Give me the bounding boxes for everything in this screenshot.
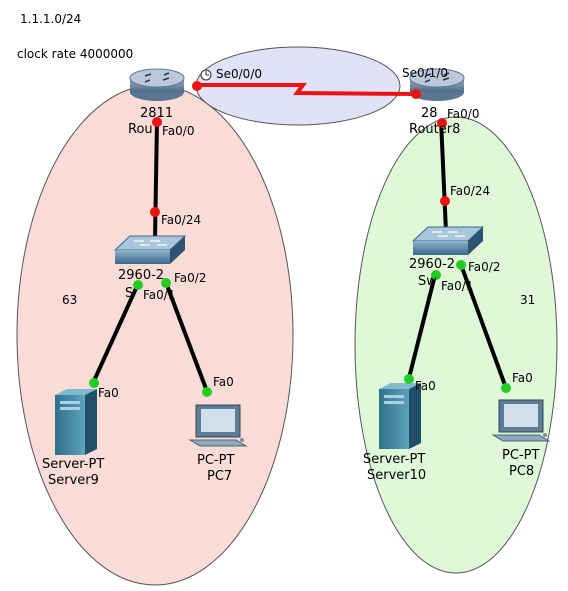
router8-fa-port-label: Fa0/0 — [447, 107, 480, 121]
pc7-name-label: PC7 — [207, 469, 233, 484]
link-switchr-pc8[interactable] — [458, 261, 508, 389]
server9-model-label: Server-PT — [42, 457, 105, 472]
port-status-dot — [150, 207, 160, 217]
switchl-fa1-port-label: Fa0/1 — [143, 288, 176, 302]
switchr-model-label: 2960-2 — [409, 257, 456, 272]
port-status-dot — [152, 117, 162, 127]
switch-icon[interactable] — [113, 235, 187, 264]
port-status-dot — [437, 118, 447, 128]
router7-fa-port-label: Fa0/0 — [162, 124, 195, 138]
server10-name-label: Server10 — [367, 468, 427, 483]
router7-serial-port-label: Se0/0/0 — [216, 67, 262, 81]
switchl-name-label: S — [125, 286, 134, 301]
link-switchl-server9[interactable] — [91, 283, 140, 384]
switchl-model-label: 2960-2 — [118, 268, 165, 283]
left-area-count: 63 — [62, 293, 78, 307]
right-lan-area — [354, 116, 558, 574]
clock-icon — [200, 69, 212, 81]
link-switchl-pc7[interactable] — [163, 279, 210, 395]
port-status-dot — [202, 387, 212, 397]
server10-fa-port-label: Fa0 — [415, 379, 436, 393]
pc8-model-label: PC-PT — [502, 448, 540, 463]
router7-model-label: 2811 — [140, 106, 174, 121]
pc-icon[interactable] — [491, 399, 551, 442]
pc-icon[interactable] — [188, 404, 248, 447]
pc8-fa-port-label: Fa0 — [512, 371, 533, 385]
pc7-model-label: PC-PT — [197, 453, 235, 468]
server9-name-label: Server9 — [48, 473, 99, 488]
clock-rate-note: clock rate 4000000 — [17, 47, 134, 61]
router8-name-label: Router8 — [409, 122, 461, 137]
router-icon[interactable] — [409, 68, 465, 101]
link-router7-switch[interactable] — [153, 119, 159, 241]
router-icon[interactable] — [129, 68, 185, 101]
switchr-fa2-port-label: Fa0/2 — [468, 260, 501, 274]
right-area-count: 31 — [520, 293, 536, 307]
port-status-dot — [440, 196, 450, 206]
port-status-dot — [192, 81, 202, 91]
switchr-uplink-port-label: Fa0/24 — [450, 184, 491, 198]
pc7-fa-port-label: Fa0 — [213, 375, 234, 389]
switch-icon[interactable] — [411, 226, 485, 255]
switchr-fa1-port-label: Fa0/1 — [441, 279, 474, 293]
router7-name-label: Rou — [128, 122, 153, 137]
port-status-dot — [161, 278, 171, 288]
serial-link[interactable] — [197, 83, 419, 96]
switchl-uplink-port-label: Fa0/24 — [161, 213, 202, 227]
port-status-dot — [501, 383, 511, 393]
server10-model-label: Server-PT — [363, 452, 426, 467]
port-status-dot — [89, 378, 99, 388]
switchl-fa2-port-label: Fa0/2 — [174, 271, 207, 285]
server9-fa-port-label: Fa0 — [98, 386, 119, 400]
switchr-name-label: Sw — [418, 274, 437, 289]
network-note: 1.1.1.0/24 — [20, 12, 82, 26]
server-icon[interactable] — [55, 389, 97, 455]
router8-model-label: 28 — [421, 106, 438, 121]
port-status-dot — [456, 260, 466, 270]
router8-serial-port-label: Se0/1/0 — [402, 66, 448, 80]
port-status-dot — [431, 270, 441, 280]
port-status-dot — [404, 374, 414, 384]
link-router8-switch[interactable] — [439, 119, 448, 233]
pc8-name-label: PC8 — [509, 464, 535, 479]
port-status-dot — [133, 280, 143, 290]
server-icon[interactable] — [379, 383, 421, 449]
port-status-dot — [411, 89, 421, 99]
link-switchr-server10[interactable] — [407, 274, 437, 379]
